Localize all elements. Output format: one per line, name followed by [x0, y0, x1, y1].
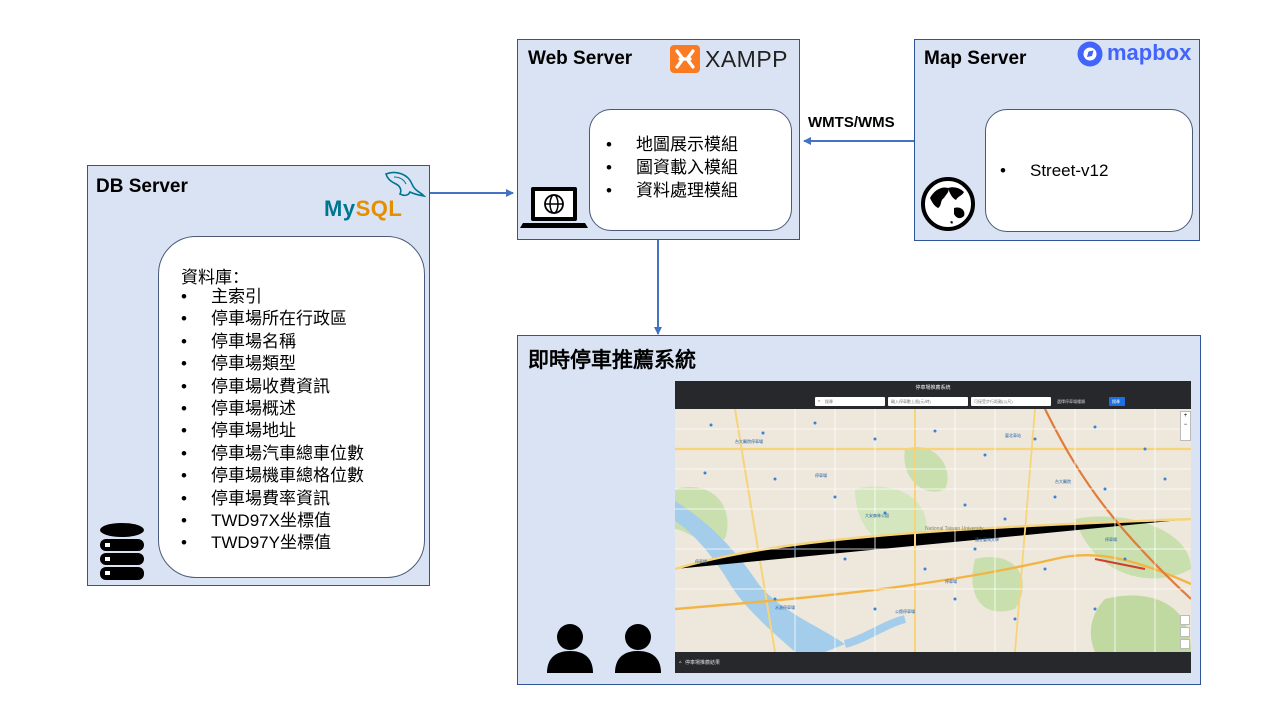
database-field-item: 停車場所在行政區 [179, 308, 364, 331]
map-place-label: 公館停車場 [895, 609, 915, 614]
web-module-item: 地圖展示模組 [604, 133, 738, 156]
web-modules-card: 地圖展示模組圖資載入模組資料處理模組 [589, 109, 792, 231]
db-server-panel: DB Server MySQL 資料庫： 主索引停車場所在行政區停車場名稱停車場… [87, 165, 430, 586]
app-distance-input[interactable]: 可接受步行距離(公尺) [971, 397, 1051, 406]
app-title: 停車場推薦系統 [915, 385, 951, 391]
database-field-item: 停車場地址 [179, 420, 364, 443]
system-title: 即時停車推薦系統 [528, 349, 696, 372]
web-server-panel: Web Server XAMPP 地圖展示模組圖資載入模組資料處理模組 [517, 39, 800, 240]
database-field-item: 停車場概述 [179, 398, 364, 421]
database-field-item: 停車場機車總格位數 [179, 465, 364, 488]
system-panel: 即時停車推薦系統 停車場推薦系統 ⌕ 搜尋 輸入停車數上限(元/時) 可接受步行… [517, 335, 1201, 685]
database-field-item: 停車場費率資訊 [179, 488, 364, 511]
map-place-label: 台大醫院 [1055, 479, 1071, 484]
app-type-select[interactable]: 選擇停車場種類 [1055, 397, 1107, 406]
database-field-item: 停車場收費資訊 [179, 376, 364, 399]
map-style-item: Street-v12 [998, 160, 1108, 182]
database-field-item: 停車場名稱 [179, 331, 364, 354]
map-server-title: Map Server [924, 48, 1027, 69]
dolphin-icon [385, 171, 427, 198]
app-price-input[interactable]: 輸入停車數上限(元/時) [888, 397, 968, 406]
database-heading: 資料庫： [181, 268, 249, 287]
mysql-logo: MySQL [324, 168, 434, 223]
app-price-input-placeholder: 輸入停車數上限(元/時) [891, 399, 931, 404]
app-screenshot: 停車場推薦系統 ⌕ 搜尋 輸入停車數上限(元/時) 可接受步行距離(公尺) 選擇… [675, 381, 1191, 673]
map-place-label: National Taiwan University [925, 526, 984, 532]
web-server-title: Web Server [528, 48, 633, 69]
map-place-label: 大安森林公園 [865, 513, 889, 518]
map-place-label: 台大醫院停車場 [735, 439, 763, 444]
wmts-wms-label: WMTS/WMS [808, 114, 895, 131]
search-icon: ⌕ [818, 398, 821, 403]
map-fullscreen-icon[interactable] [1180, 639, 1190, 649]
map-zoom-controls[interactable]: + − [1180, 411, 1191, 441]
map-style-list: Street-v12 [998, 160, 1108, 182]
database-fields-card: 資料庫： 主索引停車場所在行政區停車場名稱停車場類型停車場收費資訊停車場概述停車… [158, 236, 425, 578]
map-place-label: 臺北車站 [1005, 433, 1021, 438]
map-locate-icon[interactable] [1180, 615, 1190, 625]
db-server-title: DB Server [96, 176, 188, 197]
database-field-item: TWD97Y坐標值 [179, 532, 364, 555]
zoom-out-icon[interactable]: − [1183, 422, 1188, 428]
app-search-button-label: 搜尋 [1112, 399, 1120, 404]
app-distance-input-placeholder: 可接受步行距離(公尺) [974, 399, 1013, 404]
app-navbar: 停車場推薦系統 ⌕ 搜尋 輸入停車數上限(元/時) 可接受步行距離(公尺) 選擇… [675, 381, 1191, 409]
database-field-list: 主索引停車場所在行政區停車場名稱停車場類型停車場收費資訊停車場概述停車場地址停車… [179, 286, 364, 555]
database-field-item: 停車場類型 [179, 353, 364, 376]
app-footer-label: 停車場推薦結果 [685, 660, 721, 666]
app-type-select-label: 選擇停車場種類 [1057, 399, 1085, 404]
map-place-label: 國立臺灣大學 [975, 537, 999, 542]
app-footer: ▵ 停車場推薦結果 [675, 652, 1191, 673]
laptop-globe-icon [520, 187, 588, 228]
web-module-list: 地圖展示模組圖資載入模組資料處理模組 [604, 133, 738, 202]
xampp-icon [670, 45, 700, 73]
app-search-button[interactable]: 搜尋 [1109, 397, 1125, 406]
mapbox-wordmark: mapbox [1107, 40, 1192, 65]
app-search-input[interactable]: ⌕ 搜尋 [815, 397, 885, 406]
app-search-placeholder: 搜尋 [825, 399, 833, 404]
map-place-label: 停車場 [695, 559, 707, 564]
mysql-wordmark: MySQL [324, 196, 403, 221]
map-place-label: 停車場 [945, 579, 957, 584]
map-layer-icon[interactable] [1180, 627, 1190, 637]
map-graphics [675, 409, 1191, 652]
database-field-item: 主索引 [179, 286, 364, 309]
database-field-item: 停車場汽車總車位數 [179, 443, 364, 466]
database-field-item: TWD97X坐標值 [179, 510, 364, 533]
mapbox-icon [1077, 41, 1103, 67]
users-icon [547, 624, 661, 673]
web-module-item: 資料處理模組 [604, 179, 738, 202]
map-styles-card: Street-v12 [985, 109, 1193, 232]
map-place-label: 停車場 [1105, 537, 1117, 542]
globe-icon [921, 177, 975, 231]
footer-icon: ▵ [679, 659, 682, 665]
map-place-label: 停車場 [815, 473, 827, 478]
map-place-label: 水源停車場 [775, 605, 795, 610]
map-server-panel: Map Server mapbox Street-v12 [914, 39, 1200, 241]
zoom-in-icon[interactable]: + [1183, 413, 1188, 419]
xampp-wordmark: XAMPP [705, 46, 789, 72]
database-icon [100, 523, 144, 580]
web-module-item: 圖資載入模組 [604, 156, 738, 179]
